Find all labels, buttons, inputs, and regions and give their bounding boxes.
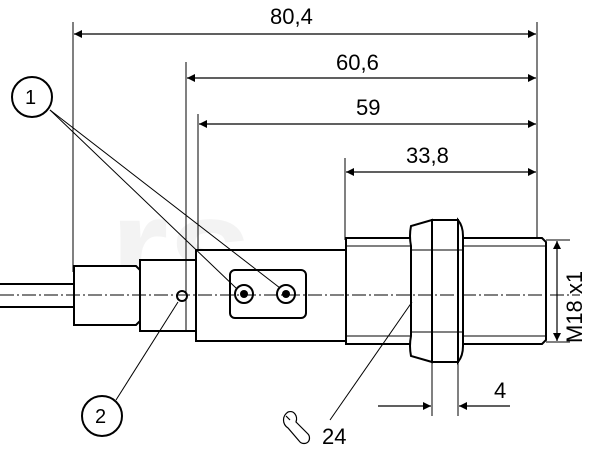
callout-1: 1 xyxy=(11,76,281,289)
dim-overall-length: 80,4 xyxy=(270,4,313,29)
dim-nut-thickness: 4 xyxy=(494,378,506,403)
callout-2: 2 xyxy=(81,301,179,437)
extension-lines xyxy=(72,22,570,416)
callout-1-label: 1 xyxy=(25,87,36,109)
potentiometer-dot xyxy=(176,290,188,302)
dim-thread-size: M18 x1 xyxy=(562,271,587,343)
wrench-leader xyxy=(329,301,413,421)
callout-2-label: 2 xyxy=(95,406,106,428)
led-indicators xyxy=(234,284,296,304)
dim-body-length: 59 xyxy=(356,95,380,120)
sensor-body xyxy=(0,217,547,365)
dim-wrench-size: 24 xyxy=(322,424,346,449)
dim-thread-length: 33,8 xyxy=(406,143,449,168)
dim-length-from-leds: 60,6 xyxy=(336,50,379,75)
dimension-lines xyxy=(74,30,561,410)
wrench-icon xyxy=(282,411,311,445)
